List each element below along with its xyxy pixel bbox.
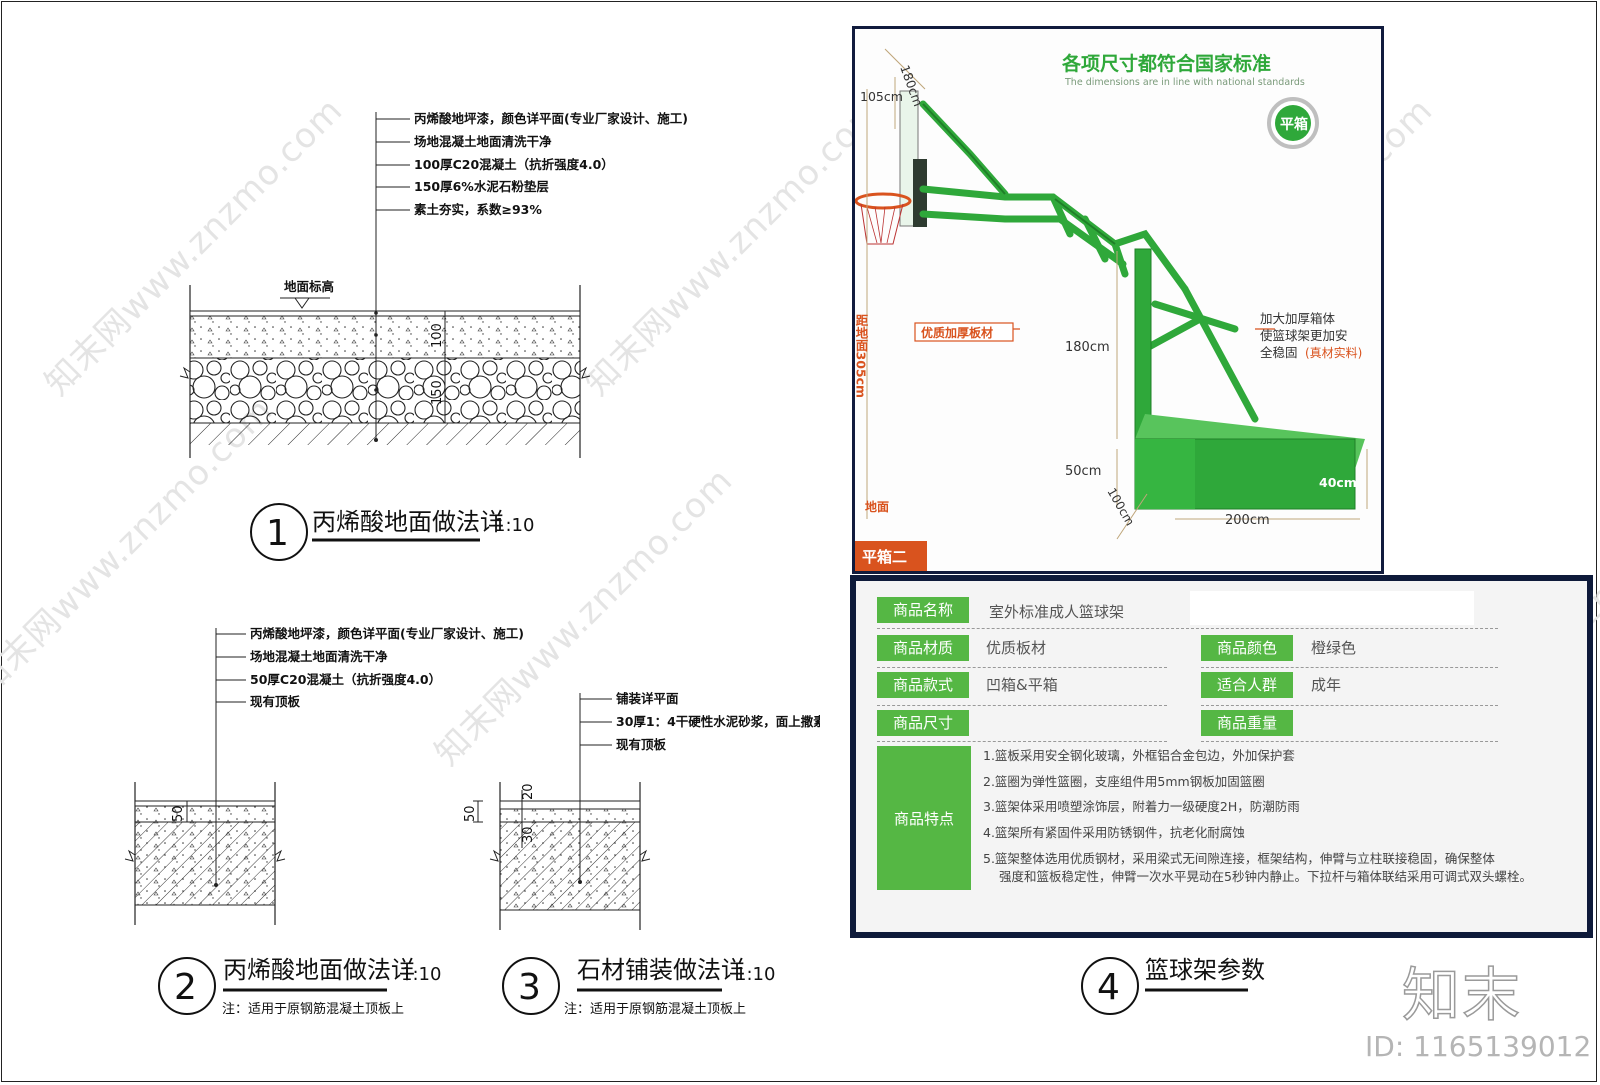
callout-box-line: 加大加厚箱体 xyxy=(1260,311,1336,326)
spec-label: 商品尺寸 xyxy=(877,710,969,736)
spec-value: 凹箱&平箱 xyxy=(986,676,1058,694)
callout-box-line: 全稳固 xyxy=(1260,345,1298,360)
layer-note: 素土夯实，系数≥93% xyxy=(414,202,542,217)
detail-1-drawing: 100 150 地面标高 丙烯酸地坪漆，颜色详平面(专业厂家设计、施工) 场地混… xyxy=(124,111,820,1017)
dim-50: 50 xyxy=(463,805,478,822)
callout-plate: 优质加厚板材 xyxy=(921,325,993,340)
corner-label: 平箱二 xyxy=(862,548,907,566)
dim-105: 105cm xyxy=(860,89,903,104)
spec-value: 成年 xyxy=(1311,676,1342,694)
row-divider xyxy=(877,705,1167,706)
layer-note: 丙烯酸地坪漆，颜色详平面(专业厂家设计、施工) xyxy=(250,626,524,641)
detail-note: 注：适用于原钢筋混凝土顶板上 xyxy=(222,1001,404,1017)
layer-note: 50厚C20混凝土（抗折强度4.0） xyxy=(250,672,441,687)
dim-30: 30 xyxy=(521,826,536,843)
subline: The dimensions are in line with national… xyxy=(1064,77,1305,88)
feature-line: 强度和篮板稳定性，伸臂一次水平晃动在5秒钟内静止。下拉杆与箱体联结采用可调式双头… xyxy=(999,869,1532,884)
detail-scale: 1:10 xyxy=(494,515,534,536)
detail-number: 4 xyxy=(1097,967,1120,1008)
spec-value: 室外标准成人篮球架 xyxy=(989,603,1125,621)
layer-note: 150厚6%水泥石粉垫层 xyxy=(414,179,549,194)
dim-100: 100cm xyxy=(1104,486,1137,529)
spec-label: 商品材质 xyxy=(877,635,969,661)
detail-scale: 1:10 xyxy=(401,964,441,985)
dim-50: 50 xyxy=(171,805,186,822)
row-divider xyxy=(877,667,1167,668)
feature-line: 3.篮架体采用喷塑涂饰层，附着力一级硬度2H，防潮防雨 xyxy=(983,799,1300,814)
layer-note: 现有顶板 xyxy=(616,737,667,752)
detail-note: 注：适用于原钢筋混凝土顶板上 xyxy=(564,1001,746,1017)
dim-200: 200cm xyxy=(1225,513,1270,528)
feature-line: 5.篮架整体选用优质钢材，采用梁式无间隙连接，框架结构，伸臂与立柱联接稳固，确保… xyxy=(983,851,1495,866)
layer-note: 铺装详平面 xyxy=(616,691,679,706)
spec-table-panel: 商品名称 室外标准成人篮球架 商品材质 优质板材 商品颜色 橙绿色 商品款式 凹… xyxy=(850,575,1593,938)
row-divider xyxy=(877,741,1167,742)
layer-note: 场地混凝土地面清洗干净 xyxy=(250,649,388,664)
detail-4-title: 4 篮球架参数 xyxy=(1081,956,1265,1015)
detail-number: 1 xyxy=(266,513,289,554)
spec-label: 商品颜色 xyxy=(1201,635,1293,661)
detail-scale: 1:10 xyxy=(735,964,775,985)
layer-note: 100厚C20混凝土（抗折强度4.0） xyxy=(414,157,614,172)
spec-label: 适合人群 xyxy=(1201,672,1293,698)
layer-note: 丙烯酸地坪漆，颜色详平面(专业厂家设计、施工) xyxy=(414,111,688,126)
dim-180-mid: 180cm xyxy=(1065,340,1110,355)
dim-150: 150 xyxy=(430,380,445,405)
row-divider xyxy=(1201,667,1498,668)
layer-note: 现有顶板 xyxy=(250,694,301,709)
dim-20: 20 xyxy=(521,783,536,800)
feature-line: 1.篮板采用安全钢化玻璃，外框铝合金包边，外加保护套 xyxy=(983,748,1295,763)
detail-title: 篮球架参数 xyxy=(1145,956,1265,984)
layer-note: 30厚1：4干硬性水泥砂浆，面上撒素水泥 xyxy=(616,714,820,729)
spec-label: 商品款式 xyxy=(877,672,969,698)
basketball-hoop-diagram: 各项尺寸都符合国家标准 The dimensions are in line w… xyxy=(855,48,1368,571)
detail-number: 2 xyxy=(174,967,197,1008)
detail-title: 丙烯酸地面做法详 xyxy=(312,508,504,536)
spec-label: 商品名称 xyxy=(877,597,969,623)
layer-note: 场地混凝土地面清洗干净 xyxy=(414,134,552,149)
row-divider xyxy=(1201,705,1498,706)
dim-40: 40cm xyxy=(1319,475,1357,490)
ground-label: 地面 xyxy=(865,499,889,514)
ground-level-label: 地面标高 xyxy=(284,279,334,294)
product-photo-panel: 各项尺寸都符合国家标准 The dimensions are in line w… xyxy=(852,26,1384,574)
row-divider xyxy=(1201,741,1498,742)
image-id: ID: 1165139012 xyxy=(1365,1030,1592,1063)
brand-logo: 知末 xyxy=(1401,960,1523,1030)
spec-value: 优质板材 xyxy=(986,639,1047,657)
feature-line: 2.篮圈为弹性篮圈，支座组件用5mm钢板加固篮圈 xyxy=(983,774,1265,789)
vertical-height-label: 距地面305cm xyxy=(855,314,869,398)
blank-area xyxy=(1190,591,1474,625)
callout-box-red: (真材实料) xyxy=(1305,345,1362,360)
dim-50: 50cm xyxy=(1065,464,1101,479)
dim-100: 100 xyxy=(430,323,445,348)
headline: 各项尺寸都符合国家标准 xyxy=(1061,52,1271,75)
features-label: 商品特点 xyxy=(877,746,971,890)
row-divider xyxy=(877,628,1498,629)
feature-line: 4.篮架所有紧固件采用防锈钢件，抗老化耐腐蚀 xyxy=(983,825,1245,840)
detail-title: 石材铺装做法详 xyxy=(577,956,745,984)
spec-value: 橙绿色 xyxy=(1311,639,1357,657)
badge: 平箱 xyxy=(1280,116,1308,133)
callout-box-line: 使篮球架更加安 xyxy=(1260,328,1348,343)
detail-number: 3 xyxy=(518,967,541,1008)
detail-title: 丙烯酸地面做法详 xyxy=(223,956,415,984)
spec-label: 商品重量 xyxy=(1201,710,1293,736)
